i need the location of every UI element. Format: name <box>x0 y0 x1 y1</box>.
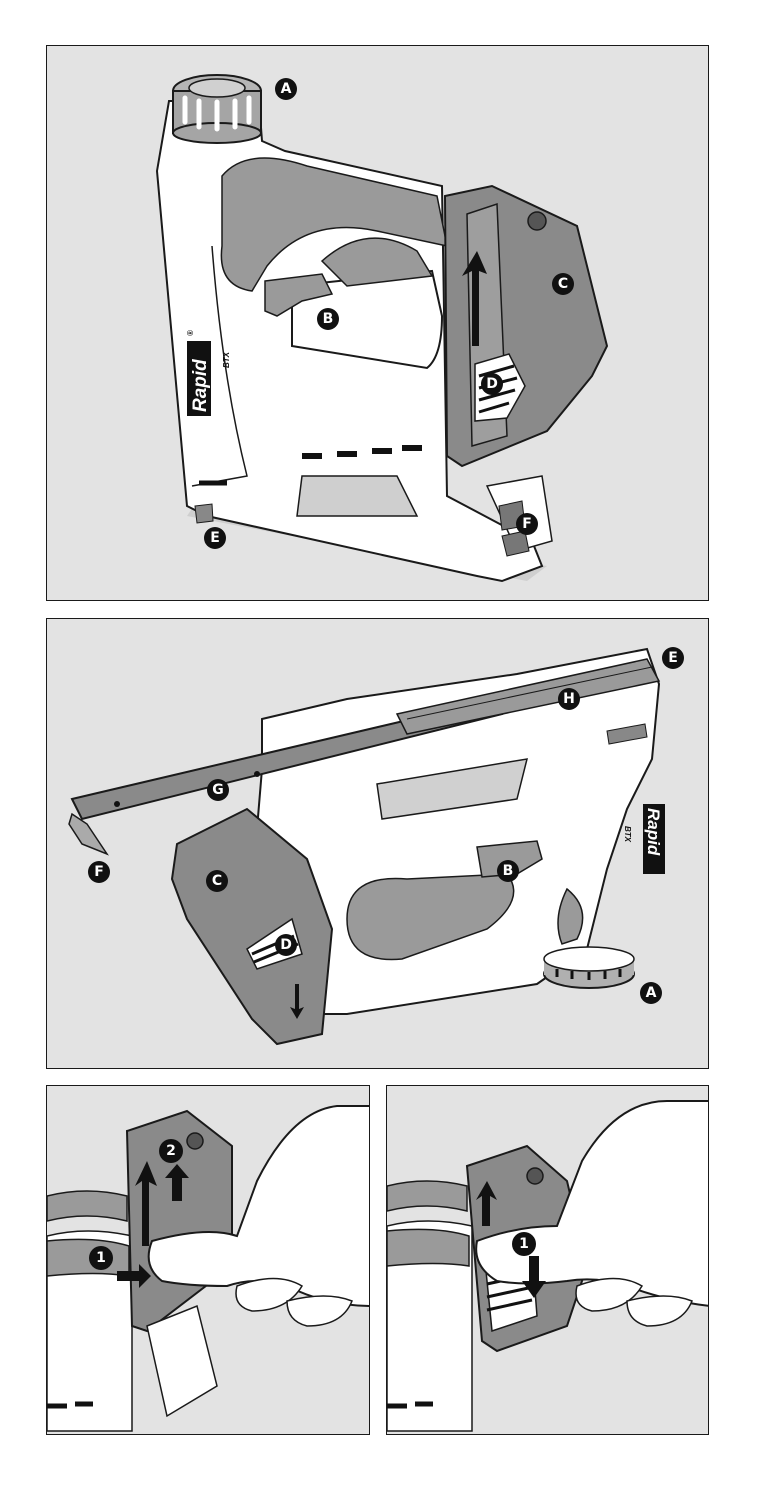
svg-text:C: C <box>558 276 568 292</box>
depth-adjust-knob <box>173 75 261 143</box>
svg-text:H: H <box>563 691 575 707</box>
svg-text:E: E <box>668 650 678 666</box>
brand-name-open: Rapid <box>644 808 663 856</box>
callout-b: B <box>317 308 339 330</box>
callout-c-open: C <box>206 870 228 892</box>
step-1-badge: 1 <box>89 1246 113 1270</box>
callout-f: F <box>516 513 538 535</box>
callout-a-open: A <box>640 982 662 1004</box>
callout-c: C <box>552 273 574 295</box>
close-step-illustration: 1 <box>387 1086 709 1435</box>
brand-logo-open: Rapid BTX <box>623 804 665 874</box>
model-name: BTX <box>222 351 231 368</box>
svg-text:1: 1 <box>96 1250 106 1266</box>
step-1-badge-close: 1 <box>512 1232 536 1256</box>
callout-b-open: B <box>497 860 519 882</box>
svg-text:E: E <box>210 530 220 546</box>
svg-text:D: D <box>280 937 292 953</box>
panel-side-view: Rapid BTX ® A B C D E F <box>46 45 709 601</box>
panel-magazine-open: Rapid BTX A B C D E F G H <box>46 618 709 1069</box>
svg-text:1: 1 <box>519 1236 529 1252</box>
svg-text:2: 2 <box>166 1143 176 1159</box>
model-name-open: BTX <box>623 826 632 843</box>
brand-name: Rapid <box>190 359 211 412</box>
svg-text:F: F <box>522 516 532 532</box>
callout-e-open: E <box>662 647 684 669</box>
callout-d-open: D <box>275 934 297 956</box>
svg-text:F: F <box>94 864 104 880</box>
svg-text:B: B <box>503 863 514 879</box>
registered-mark: ® <box>186 330 195 336</box>
step-2-badge: 2 <box>159 1139 183 1163</box>
svg-text:B: B <box>323 311 334 327</box>
callout-a: A <box>275 78 297 100</box>
callout-g-open: G <box>207 779 229 801</box>
callout-d: D <box>481 373 503 395</box>
panel-close-step: 1 <box>386 1085 709 1435</box>
panel-open-steps: 1 2 <box>46 1085 370 1435</box>
depth-adjust-knob-open <box>544 947 634 988</box>
svg-text:A: A <box>646 985 657 1001</box>
callout-e: E <box>204 527 226 549</box>
open-steps-illustration: 1 2 <box>47 1086 370 1435</box>
svg-text:C: C <box>212 873 222 889</box>
svg-text:D: D <box>486 376 498 392</box>
svg-text:A: A <box>281 81 292 97</box>
callout-h-open: H <box>558 688 580 710</box>
svg-text:G: G <box>212 782 224 798</box>
stapler-open-illustration: Rapid BTX A B C D E F G H <box>47 619 709 1069</box>
stapler-side-illustration: Rapid BTX ® A B C D E F <box>47 46 709 601</box>
callout-f-open: F <box>88 861 110 883</box>
